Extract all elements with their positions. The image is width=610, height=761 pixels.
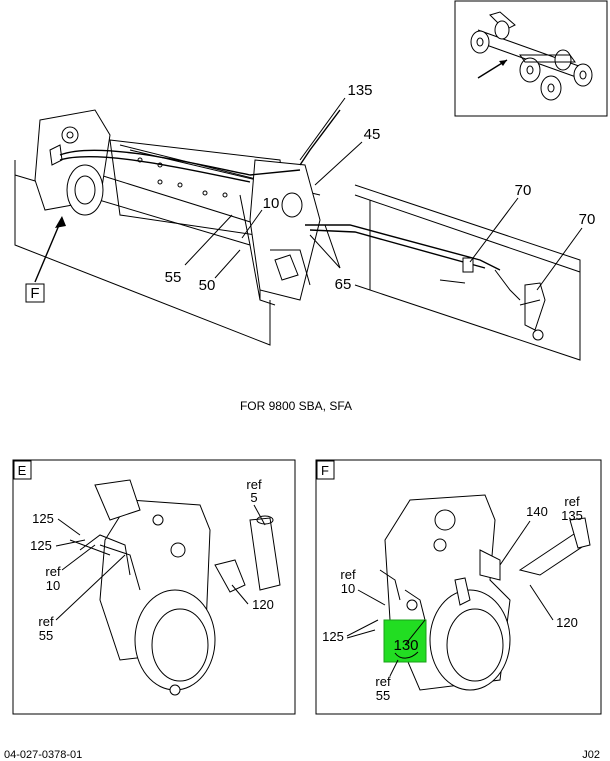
detail-f-callout-120: 120: [556, 615, 578, 630]
truck-chassis-sketch: [470, 11, 593, 101]
applicability-caption: FOR 9800 SBA, SFA: [240, 399, 352, 413]
detail-e-callout-120: 120: [252, 597, 274, 612]
callout-50: 50: [199, 277, 216, 294]
inset-frame: [454, 0, 608, 117]
detail-e-title: E: [18, 463, 27, 478]
detail-e-ref-10-prefix: ref: [45, 564, 61, 579]
compressor-e: [69, 479, 281, 696]
view-f-marker-box: [25, 283, 45, 303]
detail-e-ref-5-number: 5: [250, 490, 257, 505]
callout-10: 10: [263, 195, 280, 212]
callout-45: 45: [364, 126, 381, 143]
detail-f-ref-135-prefix: ref: [564, 494, 580, 509]
transmission-housing: [249, 159, 321, 301]
detail-f-ref-55-number: 55: [376, 688, 390, 703]
detail-e-ref-55-number: 55: [39, 628, 53, 643]
detail-e-ref-55-prefix: ref: [38, 614, 54, 629]
callout-70-left: 70: [515, 182, 532, 199]
main-chassis-view: F 135 45 70 70 10 55 50 65: [14, 82, 596, 361]
frame-rail-outline: [14, 160, 271, 346]
detail-e-ref-10-number: 10: [46, 578, 60, 593]
compressor-assembly: [34, 109, 111, 216]
rear-frame-rail: [354, 184, 581, 361]
detail-f-panel: F ref 135 140 ref 10 125 130 ref 55: [315, 459, 602, 715]
detail-f-title: F: [321, 463, 329, 478]
callout-135: 135: [347, 82, 372, 99]
detail-f-ref-10-prefix: ref: [340, 567, 356, 582]
view-f-marker: F: [30, 285, 39, 302]
air-lines: [59, 109, 521, 306]
detail-f-frame: [315, 459, 602, 715]
detail-f-ref-55-prefix: ref: [375, 674, 391, 689]
detail-e-callout-125-lower: 125: [30, 538, 52, 553]
detail-f-ref-10-number: 10: [341, 581, 355, 596]
detail-f-ref-135-number: 135: [561, 508, 583, 523]
callout-65: 65: [335, 276, 352, 293]
detail-f-callout-140: 140: [526, 504, 548, 519]
detail-f-callout-130: 130: [393, 637, 418, 654]
sheet-code: J02: [582, 749, 600, 761]
detail-e-panel: E ref 5 125 125 ref 10 ref 55 120: [12, 459, 296, 715]
view-f-arrow: [34, 217, 63, 283]
detail-e-ref-5-prefix: ref: [246, 477, 262, 492]
truck-locator-inset: [454, 0, 608, 117]
callout-70-right: 70: [579, 211, 596, 228]
detail-f-callout-125: 125: [322, 629, 344, 644]
detail-e-callout-125-upper: 125: [32, 511, 54, 526]
callout-55: 55: [165, 269, 182, 286]
drawing-number: 04-027-0378-01: [4, 749, 82, 761]
detail-e-frame: [12, 459, 296, 715]
